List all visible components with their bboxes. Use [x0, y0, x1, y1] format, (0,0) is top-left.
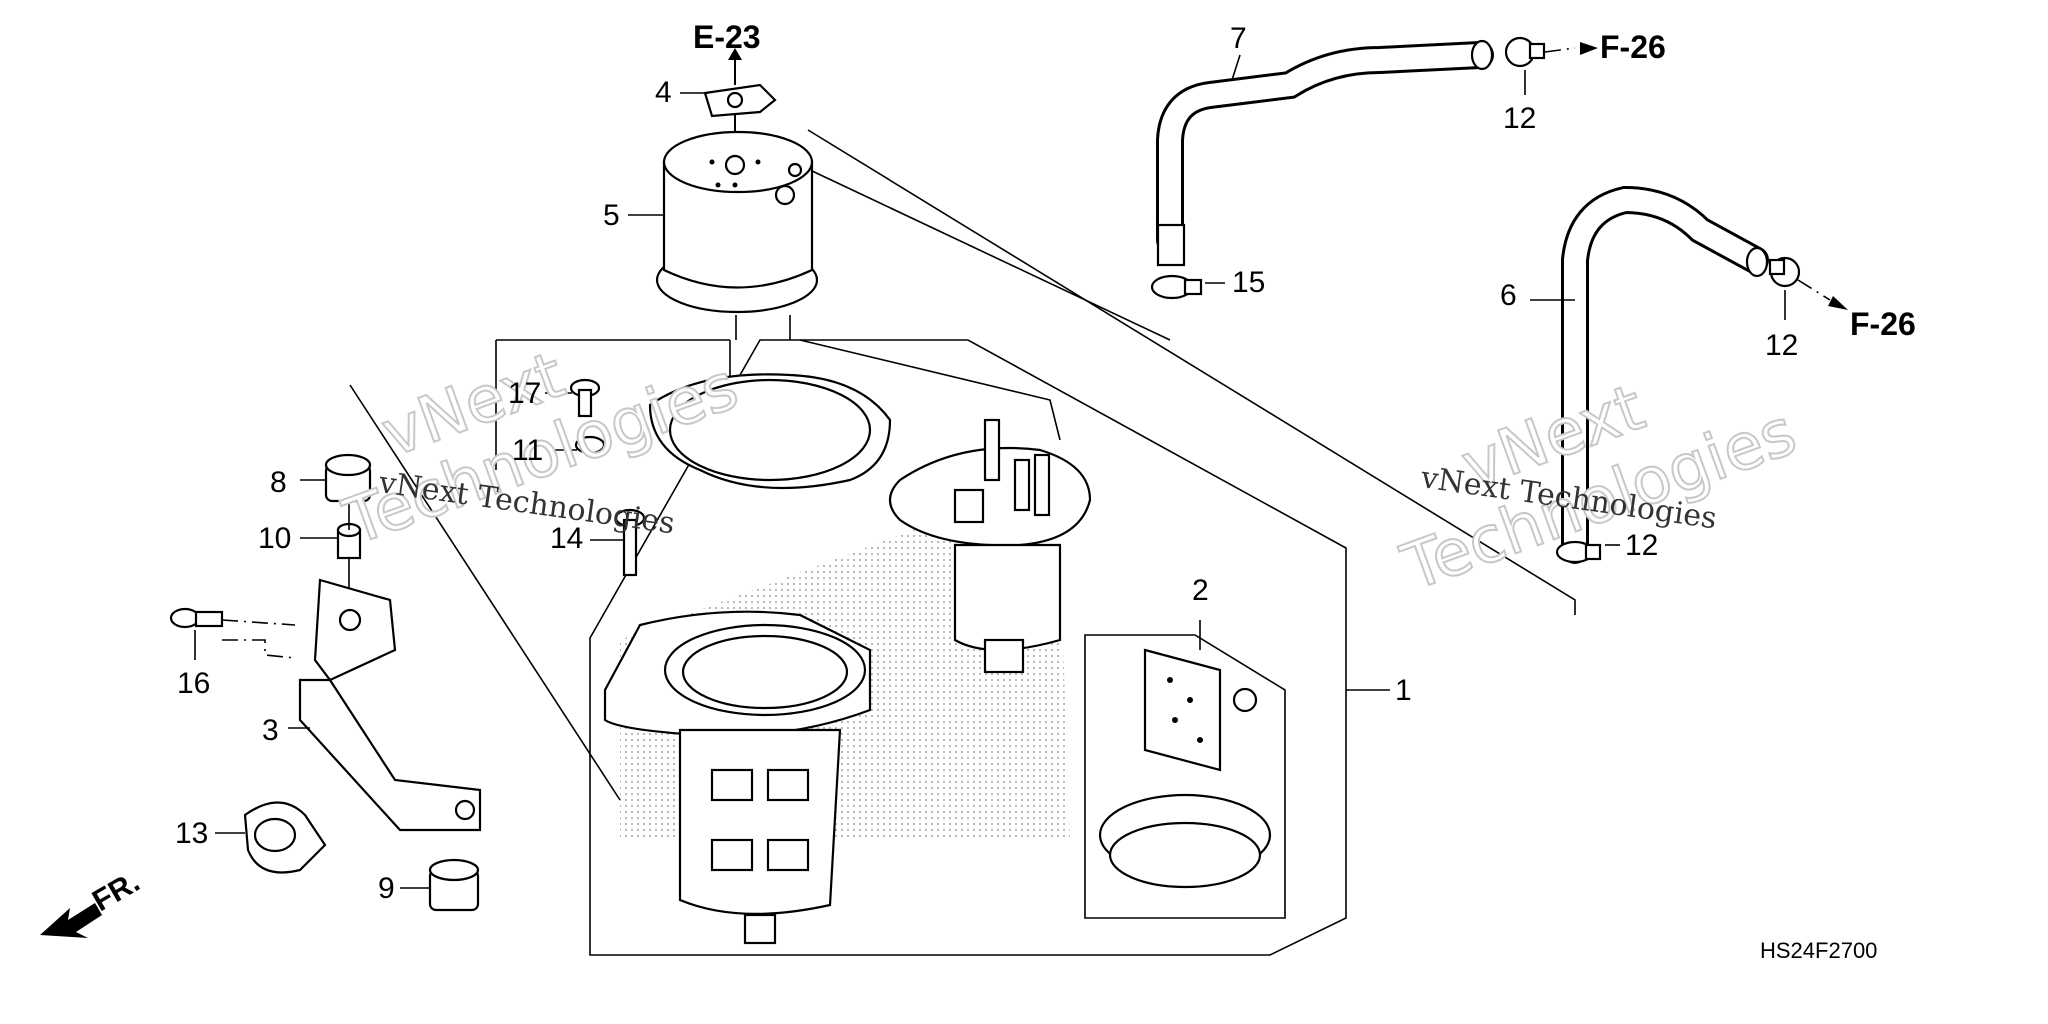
part-16-bolt: [169, 607, 224, 629]
part-6-hose: [1561, 185, 1769, 564]
callout-3: 3: [262, 714, 279, 747]
callout-leaders: [194, 42, 1848, 889]
leader-16: [221, 619, 296, 659]
leader-cover-bottom: [735, 315, 1061, 441]
callout-1: 1: [1395, 674, 1412, 707]
callout-10: 10: [258, 522, 291, 555]
callout-2: 2: [1192, 574, 1209, 607]
part-17-bolt: [569, 378, 601, 418]
callout-5: 5: [603, 199, 620, 232]
callout-12-middle: 12: [1625, 529, 1658, 562]
callout-14: 14: [550, 522, 583, 555]
callout-6: 6: [1500, 279, 1517, 312]
part-15-clamp: [1150, 274, 1203, 300]
part-2-filter-kit: [1098, 648, 1272, 889]
callout-12-right: 12: [1765, 329, 1798, 362]
callout-9: 9: [378, 872, 395, 905]
callout-8: 8: [270, 466, 287, 499]
leader-hose7: [809, 169, 1171, 341]
gasket: [648, 373, 892, 490]
diagram-code: HS24F2700: [1760, 938, 1877, 963]
callout-15: 15: [1232, 266, 1265, 299]
ref-f26-top: F-26: [1600, 29, 1666, 65]
leader-cover-right: [807, 129, 1576, 615]
part-7-hose: [1156, 39, 1494, 267]
front-arrow: FR.: [40, 865, 145, 938]
part-12-clamp-top: [1504, 36, 1546, 68]
callout-13: 13: [175, 817, 208, 850]
part-13-clamp: [243, 801, 327, 874]
callout-7: 7: [1230, 22, 1247, 55]
callout-labels: 1 2 3 4 5 6 7 8 9 10 11 12 12 12 13 14 1…: [175, 22, 1798, 905]
part-9-grommet: [428, 858, 480, 912]
part-11-washer: [574, 435, 606, 455]
part-12-clamp-middle: [1555, 540, 1602, 564]
fuel-strainer-housing: [603, 610, 872, 945]
ref-e23: E-23: [693, 19, 761, 55]
part-4-grommet-bracket: [703, 48, 777, 158]
kit-outline-1: [589, 339, 1347, 956]
callout-11: 11: [512, 434, 543, 467]
callout-4: 4: [655, 76, 672, 109]
fuel-pump-module: [888, 418, 1092, 674]
kit-box-2: [1084, 634, 1286, 919]
part-8-grommet: [324, 453, 372, 503]
part-12-clamp-right: [1768, 256, 1801, 288]
callout-12-top: 12: [1503, 102, 1536, 135]
callout-16: 16: [177, 667, 210, 700]
part-3-bracket: [298, 578, 482, 832]
callout-17: 17: [508, 377, 541, 410]
part-5-pump-cover: [655, 130, 819, 314]
part-14-bolt: [614, 508, 646, 577]
leader-long-left: [349, 384, 621, 801]
ref-f26-bottom: F-26: [1850, 306, 1916, 342]
